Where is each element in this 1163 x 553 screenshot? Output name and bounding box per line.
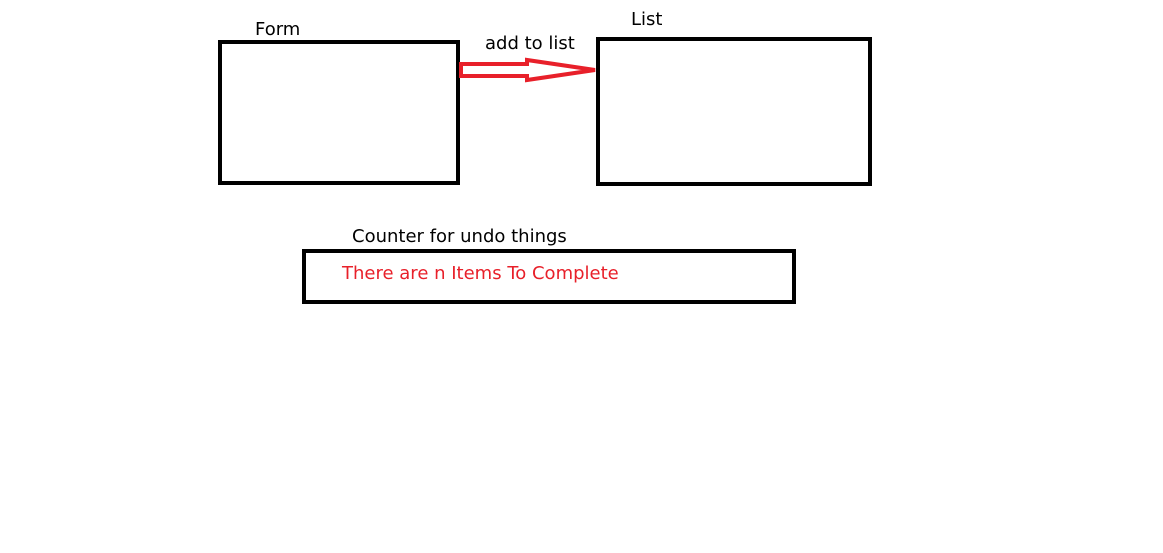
list-box: [596, 37, 872, 186]
form-title: Form: [255, 19, 301, 40]
counter-box: [302, 249, 796, 304]
list-title: List: [631, 9, 663, 30]
counter-title: Counter for undo things: [352, 226, 567, 247]
arrow-label: add to list: [485, 33, 575, 54]
form-box: [218, 40, 460, 185]
counter-text: There are n Items To Complete: [342, 263, 619, 284]
